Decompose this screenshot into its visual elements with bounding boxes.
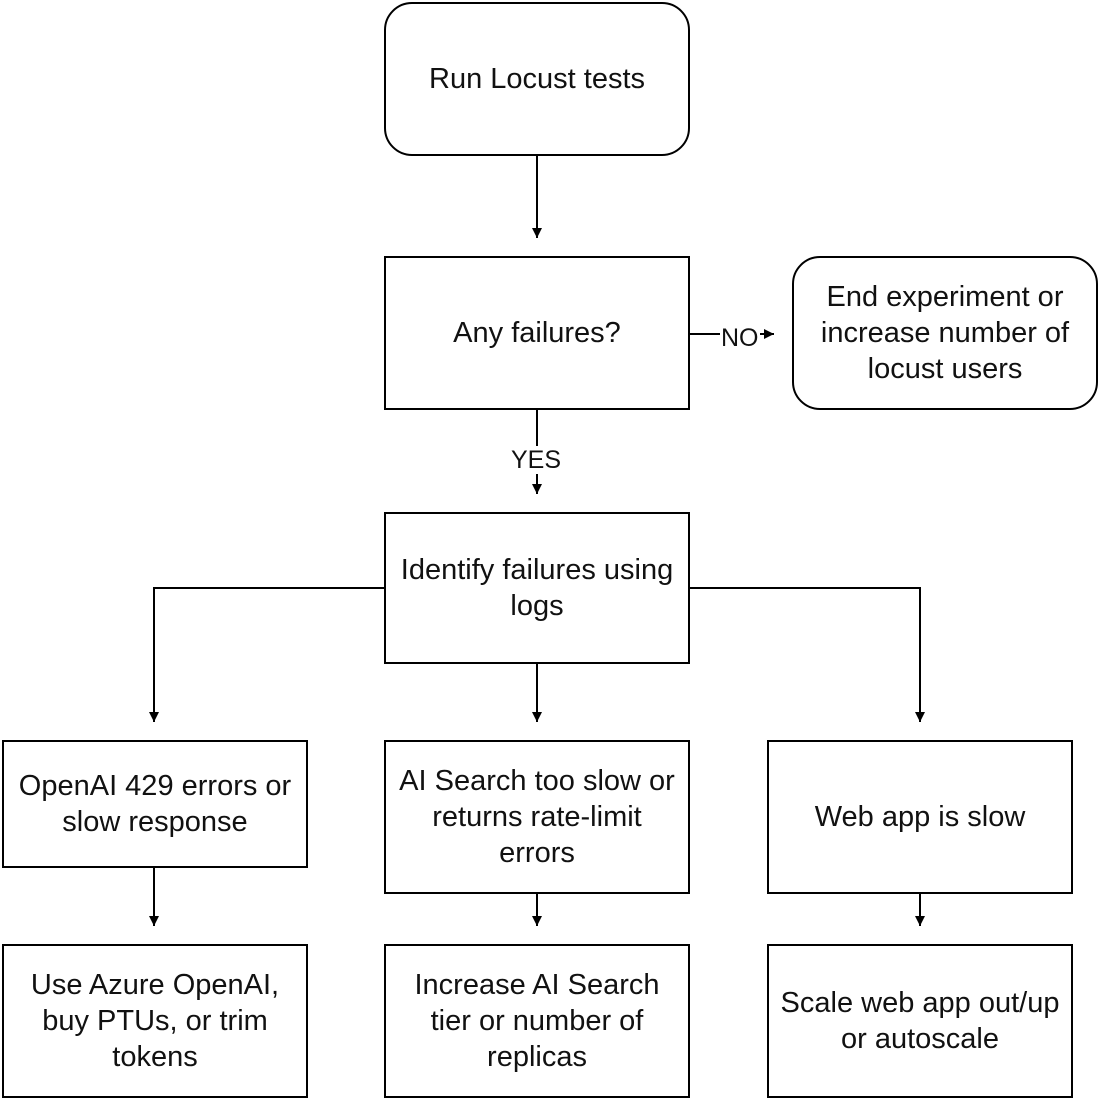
edge-label-yes: YES	[510, 446, 563, 474]
node-use-azure-openai: Use Azure OpenAI, buy PTUs, or trim toke…	[2, 944, 308, 1098]
node-ai-search-slow: AI Search too slow or returns rate-limit…	[384, 740, 690, 894]
node-any-failures: Any failures?	[384, 256, 690, 410]
node-increase-ai-search: Increase AI Search tier or number of rep…	[384, 944, 690, 1098]
node-run-tests: Run Locust tests	[384, 2, 690, 156]
node-run-tests-text: Run Locust tests	[429, 63, 645, 95]
node-identify-failures: Identify failures using logs	[384, 512, 690, 664]
edge-identify-to-openai	[149, 587, 384, 722]
edge-identify-to-web-app	[690, 587, 925, 722]
node-use-azure-openai-text: Use Azure OpenAI, buy PTUs, or trim toke…	[30, 969, 280, 1073]
edge-label-no: NO	[720, 324, 760, 352]
node-web-app-slow: Web app is slow	[767, 740, 1073, 894]
node-scale-web-app-text: Scale web app out/up or autoscale	[780, 987, 1060, 1055]
node-web-app-slow-text: Web app is slow	[814, 801, 1026, 833]
node-scale-web-app: Scale web app out/up or autoscale	[767, 944, 1073, 1098]
node-openai-errors-text: OpenAI 429 errors or slow response	[18, 770, 292, 838]
node-openai-errors: OpenAI 429 errors or slow response	[2, 740, 308, 868]
node-end-experiment: End experiment or increase number of loc…	[792, 256, 1098, 410]
node-identify-failures-text: Identify failures using logs	[400, 554, 674, 622]
node-increase-ai-search-text: Increase AI Search tier or number of rep…	[414, 969, 660, 1073]
node-end-experiment-text: End experiment or increase number of loc…	[820, 281, 1070, 385]
node-any-failures-text: Any failures?	[453, 317, 621, 349]
node-ai-search-slow-text: AI Search too slow or returns rate-limit…	[399, 765, 675, 869]
